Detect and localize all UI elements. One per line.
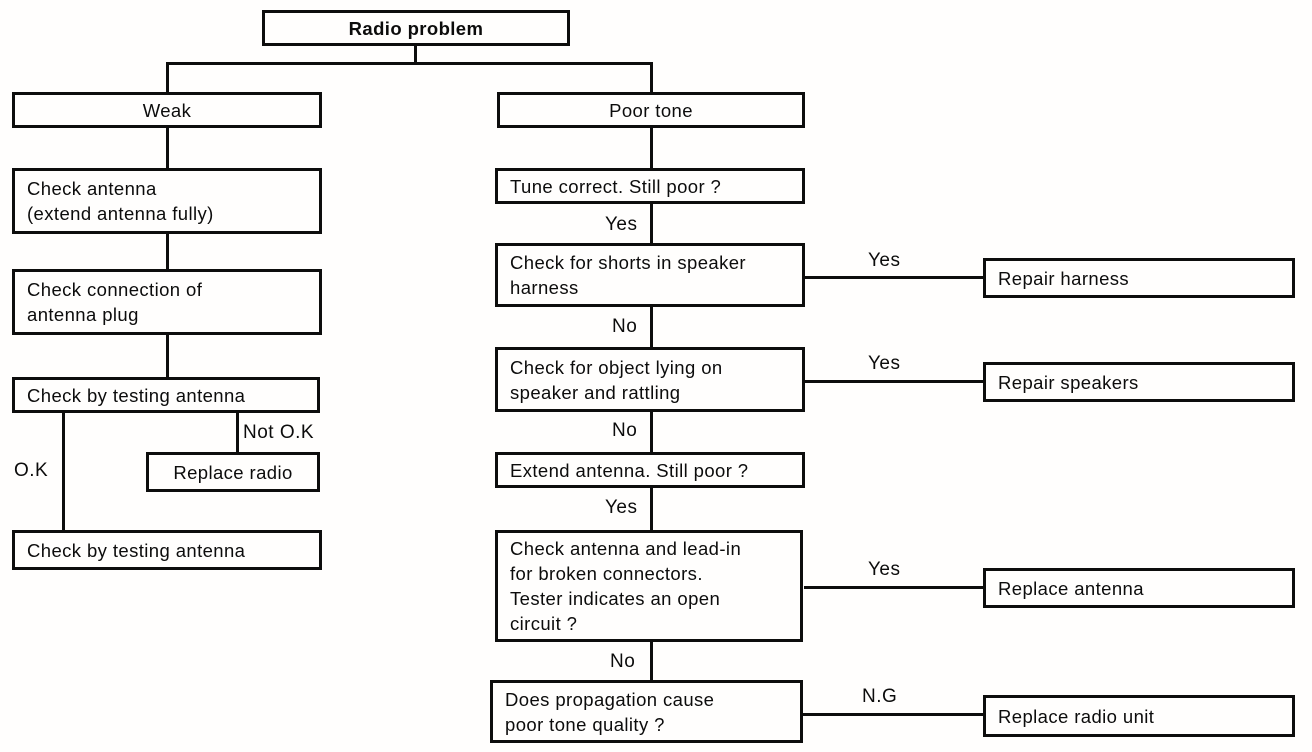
edge-label-not-ok: Not O.K — [243, 422, 315, 443]
node-check-by-testing-antenna-2: Check by testing antenna — [12, 530, 322, 570]
connector-shorts-object — [650, 306, 653, 349]
edge-label-tune-yes: Yes — [605, 214, 638, 235]
node-replace-antenna: Replace antenna — [983, 568, 1295, 608]
connector-root-stub — [414, 44, 417, 64]
connector-weak-check-antenna — [166, 127, 169, 170]
edge-label-propagation-ng: N.G — [862, 686, 898, 707]
node-check-object: Check for object lying on speaker and ra… — [495, 347, 805, 412]
connector-check-antenna-connection — [166, 233, 169, 271]
node-check-connection: Check connection of antenna plug — [12, 269, 322, 335]
node-replace-radio: Replace radio — [146, 452, 320, 492]
node-replace-radio-unit: Replace radio unit — [983, 695, 1295, 737]
edge-label-object-yes: Yes — [868, 353, 901, 374]
node-check-leadin: Check antenna and lead-in for broken con… — [495, 530, 803, 642]
connector-shorts-repair-harness — [804, 276, 983, 279]
connector-to-weak — [166, 62, 169, 94]
connector-root-split — [166, 62, 653, 65]
connector-propagation-replace-radio-unit — [802, 713, 983, 716]
edge-label-leadin-no: No — [610, 651, 636, 672]
node-check-by-testing-antenna-1: Check by testing antenna — [12, 377, 320, 413]
edge-label-leadin-yes: Yes — [868, 559, 901, 580]
node-repair-speakers: Repair speakers — [983, 362, 1295, 402]
edge-label-ok: O.K — [14, 460, 49, 481]
edge-label-extend-yes: Yes — [605, 497, 638, 518]
connector-tune-shorts — [650, 203, 653, 245]
connector-not-ok-branch — [236, 411, 239, 454]
connector-object-extend — [650, 411, 653, 454]
connector-ok-branch — [62, 411, 65, 531]
node-check-antenna: Check antenna (extend antenna fully) — [12, 168, 322, 234]
connector-connection-testing — [166, 334, 169, 379]
node-weak: Weak — [12, 92, 322, 128]
node-extend-antenna: Extend antenna. Still poor ? — [495, 452, 805, 488]
connector-object-repair-speakers — [804, 380, 983, 383]
node-poor-tone: Poor tone — [497, 92, 805, 128]
connector-poor-tone-tune — [650, 127, 653, 170]
node-radio-problem: Radio problem — [262, 10, 570, 46]
connector-extend-leadin — [650, 487, 653, 532]
edge-label-object-no: No — [612, 420, 638, 441]
connector-leadin-replace-antenna — [804, 586, 983, 589]
edge-label-shorts-no: No — [612, 316, 638, 337]
connector-leadin-propagation — [650, 641, 653, 682]
node-tune-correct: Tune correct. Still poor ? — [495, 168, 805, 204]
node-does-propagation: Does propagation cause poor tone quality… — [490, 680, 803, 743]
node-repair-harness: Repair harness — [983, 258, 1295, 298]
edge-label-shorts-yes: Yes — [868, 250, 901, 271]
node-check-shorts: Check for shorts in speaker harness — [495, 243, 805, 307]
connector-to-poor-tone — [650, 62, 653, 94]
